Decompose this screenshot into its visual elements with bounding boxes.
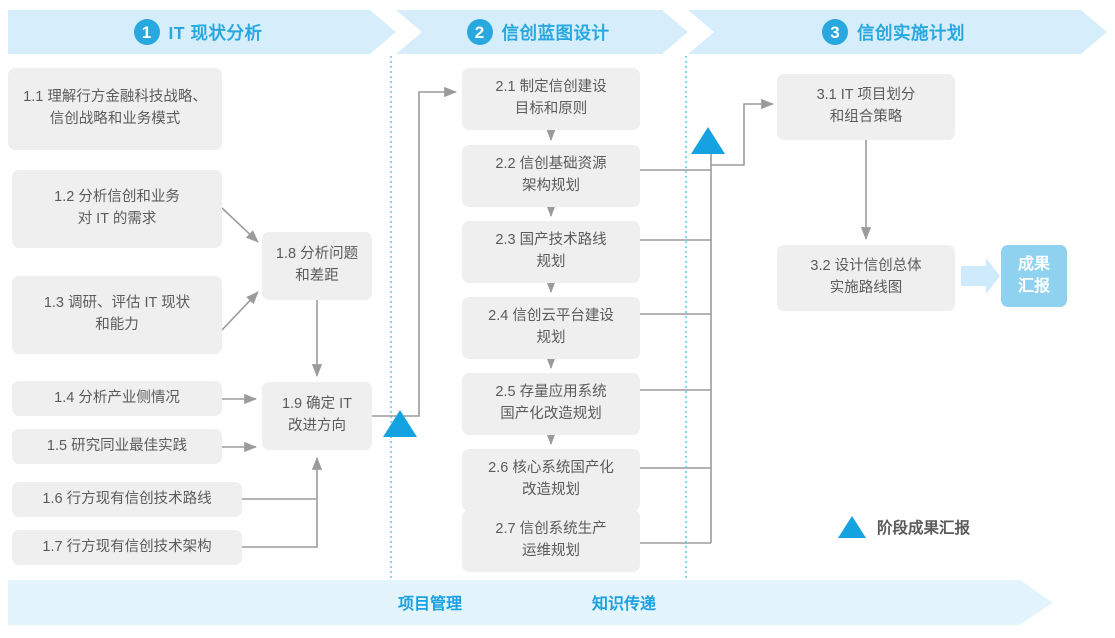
legend-label: 阶段成果汇报: [877, 520, 971, 537]
process-box-1-1[interactable]: 1.1 理解行方金融科技战略、 信创战略和业务模式: [8, 68, 222, 150]
milestone-phase-1: [383, 410, 417, 437]
process-box-2-7[interactable]: 2.7 信创系统生产 运维规划: [462, 510, 640, 572]
process-box-2-6[interactable]: 2.6 核心系统国产化 改造规划: [462, 449, 640, 511]
process-box-2-2[interactable]: 2.2 信创基础资源 架构规划: [462, 145, 640, 207]
process-box-1-2[interactable]: 1.2 分析信创和业务 对 IT 的需求: [12, 170, 222, 248]
phase-band-3[interactable]: 3 信创实施计划: [688, 10, 1107, 54]
phase-number-2: 2: [466, 19, 493, 45]
phase-band-2[interactable]: 2 信创蓝图设计: [396, 10, 688, 54]
process-box-1-5[interactable]: 1.5 研究同业最佳实践: [12, 429, 222, 464]
process-box-1-8[interactable]: 1.8 分析问题 和差距: [262, 232, 372, 300]
phase-band-1[interactable]: 1 IT 现状分析: [8, 10, 396, 54]
process-box-1-6[interactable]: 1.6 行方现有信创技术路线: [12, 482, 242, 517]
phase-title-2: 信创蓝图设计: [501, 22, 610, 43]
process-box-2-4[interactable]: 2.4 信创云平台建设 规划: [462, 297, 640, 359]
process-box-3-2[interactable]: 3.2 设计信创总体 实施路线图: [777, 245, 955, 311]
phase-title-3: 信创实施计划: [857, 22, 965, 43]
process-box-1-9[interactable]: 1.9 确定 IT 改进方向: [262, 382, 372, 450]
result-badge[interactable]: 成果 汇报: [1001, 245, 1067, 307]
phase-title-1: IT 现状分析: [168, 22, 263, 43]
process-box-1-3[interactable]: 1.3 调研、评估 IT 现状 和能力: [12, 276, 222, 354]
milestone-phase-2: [691, 127, 725, 154]
footer-band: [8, 580, 1053, 625]
phase-number-1: 1: [133, 19, 160, 45]
process-box-2-1[interactable]: 2.1 制定信创建设 目标和原则: [462, 68, 640, 130]
legend: 阶段成果汇报: [838, 516, 970, 538]
result-arrow-icon: [961, 258, 1000, 294]
process-box-1-4[interactable]: 1.4 分析产业侧情况: [12, 381, 222, 416]
process-box-2-3[interactable]: 2.3 国产技术路线 规划: [462, 221, 640, 283]
phase-number-3: 3: [822, 19, 848, 45]
footer-label-2: 知识传递: [592, 596, 657, 613]
triangle-up-icon: [838, 516, 866, 538]
process-box-3-1[interactable]: 3.1 IT 项目划分 和组合策略: [777, 74, 955, 140]
footer-label-1: 项目管理: [398, 596, 463, 613]
process-box-1-7[interactable]: 1.7 行方现有信创技术架构: [12, 530, 242, 565]
process-box-2-5[interactable]: 2.5 存量应用系统 国产化改造规划: [462, 373, 640, 435]
